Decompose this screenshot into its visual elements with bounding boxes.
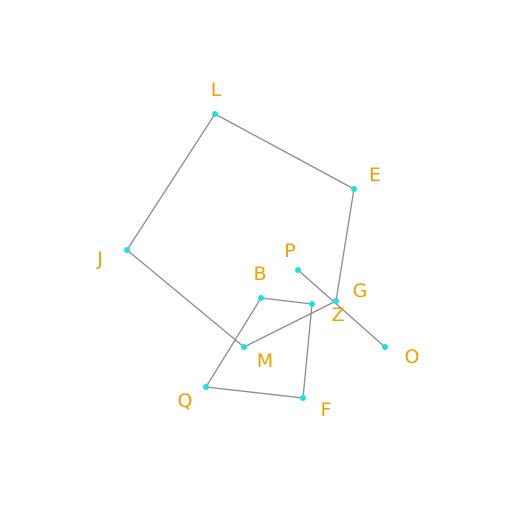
point-E (351, 186, 357, 192)
point-J (124, 247, 130, 253)
edge-P-O (297, 269, 386, 348)
edge-M-G (243, 300, 337, 348)
edge-J-M (126, 249, 245, 348)
point-label-F: F (321, 399, 332, 421)
point-label-M: M (257, 350, 273, 372)
point-B (258, 295, 264, 301)
point-G (333, 298, 339, 304)
edge-E-G (335, 188, 355, 302)
point-label-B: B (253, 263, 266, 285)
point-M (241, 344, 247, 350)
edge-L-J (126, 113, 216, 251)
point-label-O: O (405, 346, 420, 368)
point-label-G: G (353, 280, 368, 302)
point-label-Z: Z (331, 304, 344, 326)
edges (126, 113, 386, 399)
point-L (212, 111, 218, 117)
point-O (382, 344, 388, 350)
point-Q (203, 384, 209, 390)
edge-B-Q (205, 297, 262, 388)
point-label-E: E (369, 164, 381, 186)
point-P (295, 267, 301, 273)
edge-B-Z (260, 297, 313, 305)
edge-Z-F (302, 303, 313, 399)
point-Z (309, 301, 315, 307)
points (124, 111, 388, 401)
point-F (300, 395, 306, 401)
point-label-Q: Q (178, 390, 193, 412)
point-label-P: P (284, 240, 295, 262)
labels: L E J PB GZ M O Q F (96, 79, 419, 421)
point-label-L: L (211, 79, 222, 101)
point-label-J: J (96, 248, 103, 270)
edge-Q-F (205, 386, 304, 399)
edge-L-E (214, 113, 355, 190)
